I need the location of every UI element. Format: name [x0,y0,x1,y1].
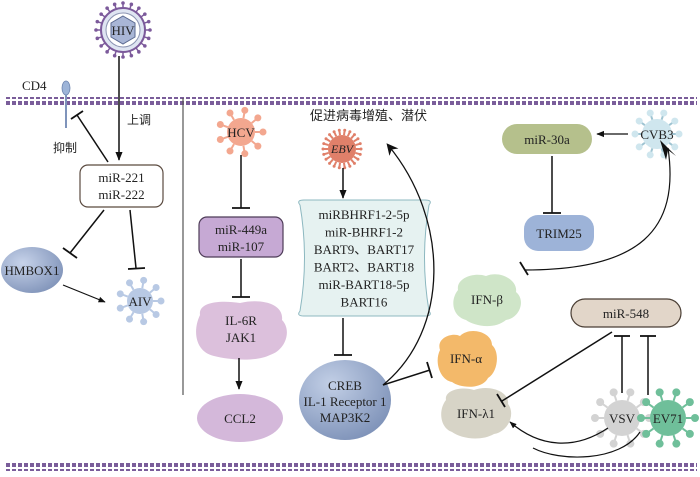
svg-text:HMBOX1: HMBOX1 [5,263,60,278]
svg-text:miR-449a: miR-449a [215,222,267,237]
ebv-mirna-item: BART16 [341,295,388,310]
svg-text:CCL2: CCL2 [224,411,256,426]
hmbox1-node: HMBOX1 [1,247,63,293]
mir548-ifnl1-inhibit-line [501,331,613,402]
hiv-spikes [94,1,152,59]
ccl2-node: CCL2 [197,394,283,442]
promote-label: 促进病毒增殖、潜伏 [310,108,427,124]
cvb3-virus: CVB3 [631,109,683,159]
upregulate-label: 上调 [127,113,151,127]
svg-text:IL-6R: IL-6R [225,313,257,328]
aiv-body [116,276,165,326]
ebv-mirna-item: miR-BART18-5p [319,277,410,292]
ifn-alpha-node: IFN-α [437,330,497,387]
ebv-mirna-node: miRBHRF1-2-5p miR-BHRF1-2BART9、BART17BART… [298,199,431,317]
mir449a-107-node: miR-449a miR-107 [198,216,284,258]
ebv-virus: EBV [321,128,363,170]
inhibit-cd4-line [76,114,109,163]
cvb3-body [631,109,683,159]
ebv-label: EBV [330,142,355,156]
svg-text:IL-1 Receptor 1: IL-1 Receptor 1 [303,394,386,409]
svg-text:CREB: CREB [328,378,362,393]
ev71-label: EV71 [653,411,683,426]
svg-text:JAK1: JAK1 [226,330,256,345]
mir548-node: miR-548 [570,298,682,328]
ebv-body [321,128,363,170]
ebv-mirna-item: BART9、BART17 [314,242,415,257]
cell-membrane-top [5,97,697,105]
ebv-mirna-item: miRBHRF1-2-5p [318,207,409,222]
cd4-receptor [61,80,71,128]
svg-text:miR-222: miR-222 [98,187,144,202]
ifn-beta-node: IFN-β [453,274,521,327]
svg-text:IFN-α: IFN-α [450,351,482,366]
ev71-virus [637,388,699,448]
creb-ifna-inhibit-line [382,369,431,386]
svg-text:miR-107: miR-107 [218,239,265,254]
ifnb-cvb3-curve [524,147,671,271]
aiv-virus: AIV [116,276,165,326]
hiv-label: HIV [111,23,135,38]
inhibit-aiv-line [129,209,137,269]
ev71-ifnl1-curve [532,431,641,458]
promote-arrow [382,143,435,386]
cell-membrane-bottom [5,463,697,471]
hcv-body [216,106,267,158]
svg-text:TRIM25: TRIM25 [536,226,582,241]
cvb3-label: CVB3 [640,127,673,142]
svg-text:MAP3K2: MAP3K2 [320,410,371,425]
aiv-label: AIV [128,294,152,309]
hmbox1-aiv-arrow [62,284,106,303]
inhibit-hmbox1-line [69,209,105,254]
svg-text:miR-548: miR-548 [603,306,649,321]
mir30a-node: miR-30a [502,124,592,154]
ebv-mirna-item: miR-BHRF1-2 [325,225,403,240]
vsv-ifnl1-arrow [509,421,609,444]
svg-text:IFN-λ1: IFN-λ1 [457,406,495,421]
cd4-label: CD4 [22,78,47,93]
svg-text:IFN-β: IFN-β [471,292,503,307]
ifn-lambda1-node: IFN-λ1 [441,387,512,439]
hcv-label: HCV [227,125,255,140]
hiv-virus: HIV [94,1,152,59]
vsv-label: VSV [609,411,636,426]
creb-node: CREB IL-1 Receptor 1 MAP3K2 [299,360,391,440]
ebv-mirna-item: BART2、BART18 [314,260,414,275]
il6r-jak1-node: IL-6R JAK1 [196,301,287,360]
hcv-virus: HCV [216,106,267,158]
svg-text:miR-30a: miR-30a [524,132,570,147]
trim25-node: TRIM25 [524,215,594,251]
inhibit-label: 抑制 [53,140,77,155]
mir221-222-node: miR-221 miR-222 [79,164,164,208]
svg-text:miR-221: miR-221 [98,170,144,185]
ev71-body [637,388,699,448]
